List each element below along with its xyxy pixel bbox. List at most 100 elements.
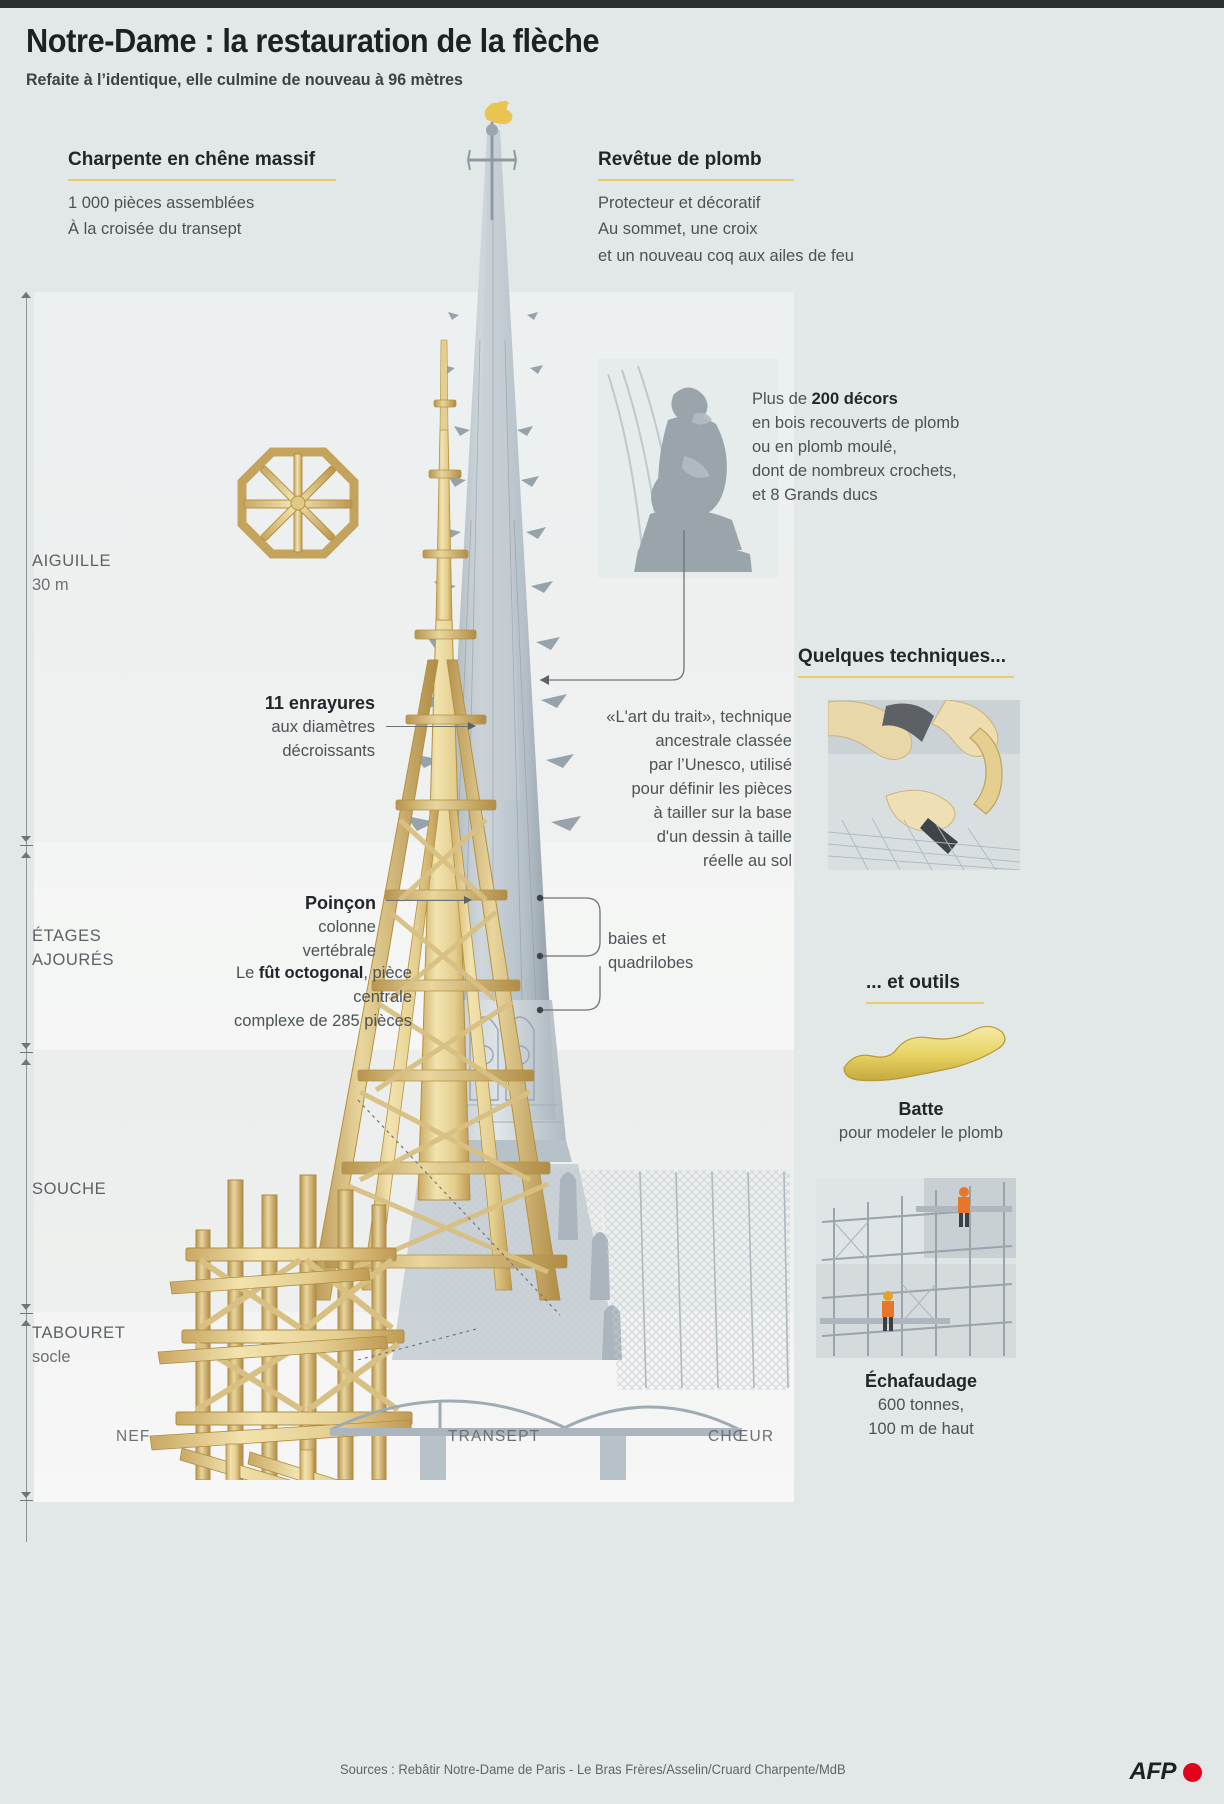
transept-pier-left xyxy=(420,1436,446,1480)
tabouret-base-beams xyxy=(149,1267,413,1480)
charpente-line-1: 1 000 pièces assemblées xyxy=(68,193,255,212)
callout-enrayures: 11 enrayures aux diamètres décroissants xyxy=(190,690,375,764)
cathedral-nave-wall xyxy=(600,1170,790,1390)
charpente-title: Charpente en chêne massif xyxy=(68,149,316,170)
callout-poincon-title: Poinçon xyxy=(305,893,376,913)
scaffolding-line-2: 100 m de haut xyxy=(868,1420,974,1439)
carpenter-square-icon xyxy=(969,727,1003,815)
tools-rule xyxy=(866,1002,984,1004)
section-name-aiguille: AIGUILLE xyxy=(32,552,112,570)
charpente-line-2: À la croisée du transept xyxy=(68,220,242,239)
leader-enrayures xyxy=(386,726,470,727)
section-name-etages: ÉTAGES xyxy=(32,927,102,945)
callout-enrayures-line-2: décroissants xyxy=(282,742,375,761)
axis-caret-aiguille xyxy=(21,836,31,842)
leader-poincon-arrow xyxy=(464,896,472,904)
callout-fut-pre: Le xyxy=(235,964,259,982)
spire-illustration xyxy=(149,100,790,1480)
scaffolding-line-1: 600 tonnes, xyxy=(877,1396,965,1415)
leader-baies-bracket xyxy=(536,894,601,1014)
plan-label-transept: TRANSEPT xyxy=(448,1428,541,1445)
decors-count: 200 décors xyxy=(811,390,898,408)
axis-caret-souche xyxy=(21,1304,31,1310)
scaffolding-photo xyxy=(816,1178,1016,1358)
axis-tick-aiguille-end xyxy=(20,845,33,846)
callout-poincon: Poinçon colonne vertébrale xyxy=(196,890,376,964)
decors-line-5: et 8 Grands ducs xyxy=(752,485,878,504)
scaffolding-title: Échafaudage xyxy=(864,1371,978,1391)
batte-subtitle: pour modeler le plomb xyxy=(838,1124,1004,1143)
plomb-line-1: Protecteur et décoratif xyxy=(598,193,761,212)
rooster-icon xyxy=(484,100,513,125)
section-label-souche: SOUCHE xyxy=(32,1178,106,1202)
callout-fut-line-1: Le fût octogonal, pièce centrale xyxy=(180,962,412,1010)
batte-tool-icon xyxy=(843,1025,1006,1082)
callout-fut-tail: , pièce centrale xyxy=(353,964,412,1006)
callout-enrayures-line-1: aux diamètres xyxy=(271,718,375,737)
decors-line-4: dont de nombreux crochets, xyxy=(752,461,957,480)
afp-wordmark: AFP xyxy=(1129,1758,1177,1785)
axis-caret-top xyxy=(21,292,31,298)
section-name-souche: SOUCHE xyxy=(32,1180,107,1198)
callout-baies: baies et quadrilobes xyxy=(608,928,778,976)
decors-text-block: Plus de 200 décors en bois recouverts de… xyxy=(752,388,1032,508)
section-label-tabouret: TABOURET socle xyxy=(32,1322,125,1370)
transept-pier-right xyxy=(600,1436,626,1480)
callout-fut-octogonal: Le fût octogonal, pièce centrale complex… xyxy=(180,962,412,1034)
plomb-title: Revêtue de plomb xyxy=(598,149,762,170)
art-trait-line-5: à tailler sur la base xyxy=(653,803,793,822)
callout-enrayures-title: 11 enrayures xyxy=(264,693,375,713)
axis-caret-bottom xyxy=(21,1492,31,1498)
batte-title: Batte xyxy=(898,1099,944,1119)
art-du-trait-text: «L'art du trait», technique ancestrale c… xyxy=(540,706,792,873)
section-label-aiguille: AIGUILLE 30 m xyxy=(32,550,111,598)
axis-caret-tabouret-top xyxy=(21,1320,31,1326)
section-label-etages: ÉTAGES AJOURÉS xyxy=(32,925,114,973)
section-sub-tabouret: socle xyxy=(32,1347,71,1366)
callout-baies-line-1: baies et xyxy=(608,930,666,948)
art-trait-line-7: réelle au sol xyxy=(703,851,792,870)
worker-lower xyxy=(882,1291,894,1331)
decors-pre: Plus de xyxy=(752,390,812,408)
callout-baies-line-2: quadrilobes xyxy=(608,953,694,972)
crockets-right xyxy=(517,312,581,831)
scaffolding-caption: Échafaudage 600 tonnes, 100 m de haut xyxy=(806,1368,1036,1442)
height-axis xyxy=(26,292,27,1542)
section-sub-aiguille: 30 m xyxy=(32,575,69,594)
axis-caret-souche-top xyxy=(21,1059,31,1065)
art-trait-line-4: pour définir les pièces xyxy=(631,779,792,798)
decor-sculpture-photo xyxy=(598,358,778,578)
page-title: Notre-Dame : la restauration de la flèch… xyxy=(26,22,600,59)
axis-caret-etages-top xyxy=(21,852,31,858)
art-trait-line-2: ancestrale classée xyxy=(655,731,792,750)
plomb-block: Revêtue de plomb Protecteur et décoratif… xyxy=(598,148,958,270)
decors-line-3: ou en plomb moulé, xyxy=(752,437,897,456)
afp-logo: AFP xyxy=(1129,1758,1202,1786)
leader-poincon xyxy=(386,900,466,901)
tools-heading: ... et outils xyxy=(866,972,960,993)
art-du-trait-photo xyxy=(828,700,1020,870)
axis-tick-souche-end xyxy=(20,1313,33,1314)
charpente-rule xyxy=(68,178,336,181)
leader-enrayures-arrow xyxy=(468,722,476,730)
art-trait-line-1: «L'art du trait», technique xyxy=(606,708,792,726)
art-trait-line-6: d'un dessin à taille xyxy=(656,827,792,846)
afp-red-dot-icon xyxy=(1183,1762,1202,1782)
callout-poincon-line-1: colonne xyxy=(318,918,376,937)
plomb-line-2: Au sommet, une croix xyxy=(598,220,758,239)
decors-line-2: en bois recouverts de plomb xyxy=(752,413,960,432)
plan-label-nef: NEF xyxy=(116,1428,151,1445)
worker-upper xyxy=(958,1187,970,1227)
top-accent-bar xyxy=(0,0,1224,8)
axis-caret-etages xyxy=(21,1043,31,1049)
axis-tick-bottom xyxy=(20,1500,33,1501)
axis-tick-etages-end xyxy=(20,1052,33,1053)
callout-poincon-line-2: vertébrale xyxy=(302,942,376,961)
header: Notre-Dame : la restauration de la flèch… xyxy=(0,8,1224,108)
callout-fut-bold: fût octogonal xyxy=(258,964,364,982)
art-trait-line-3: par l’Unesco, utilisé xyxy=(648,755,792,774)
sources-text: Sources : Rebâtir Notre-Dame de Paris - … xyxy=(340,1762,846,1777)
section-sub-etages: AJOURÉS xyxy=(32,950,115,969)
footer xyxy=(0,1746,1224,1804)
leader-fut-dotted xyxy=(357,1099,561,1360)
